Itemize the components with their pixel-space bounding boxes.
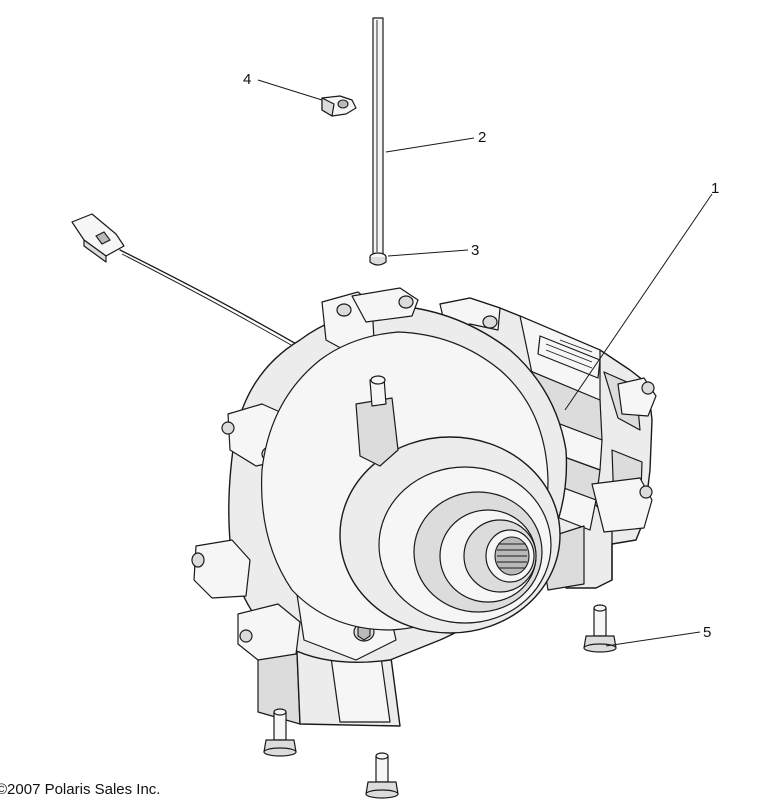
callout-2: 2 xyxy=(478,129,486,146)
fitting-part-3 xyxy=(369,252,387,266)
sensor-harness xyxy=(71,213,311,357)
leader-lines xyxy=(257,79,713,647)
bolt-bottom xyxy=(365,752,399,799)
gearcase-part-1 xyxy=(191,287,657,727)
bolt-part-5-right xyxy=(583,604,617,653)
callout-3: 3 xyxy=(471,242,479,259)
vent-tube-part-2 xyxy=(372,17,384,255)
clip-part-4 xyxy=(321,95,357,117)
copyright-notice: ©2007 Polaris Sales Inc. xyxy=(0,781,161,798)
callout-5: 5 xyxy=(703,624,711,641)
callout-4: 4 xyxy=(243,71,251,88)
bolt-left xyxy=(263,708,297,757)
callout-1: 1 xyxy=(711,180,719,197)
